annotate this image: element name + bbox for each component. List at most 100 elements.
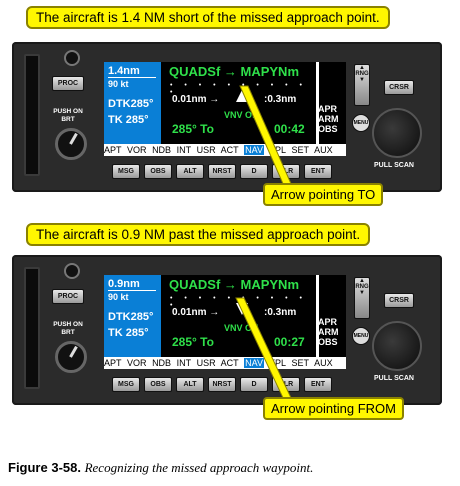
tab-int[interactable]: INT <box>176 145 192 155</box>
menu-button[interactable]: MENU <box>352 327 370 345</box>
range-rocker[interactable]: ▲RNG▼ <box>354 277 370 319</box>
page-tabs: APT VOR NDB INT USR ACT NAV FPL SET AUX <box>104 144 346 156</box>
gps-screen: 0.9nm 90 kt DTK285° TK 285° QUADSf → MAP… <box>104 275 346 369</box>
photocell-icon <box>64 263 80 279</box>
tab-act[interactable]: ACT <box>220 358 239 368</box>
time-readout: 00:42 <box>274 122 305 136</box>
speed-readout: 90 kt <box>108 292 129 302</box>
xtrack-left: 0.01nm → <box>172 94 220 105</box>
tab-usr[interactable]: USR <box>196 145 216 155</box>
mode-arm: ARM <box>318 114 339 124</box>
speed-readout: 90 kt <box>108 79 129 89</box>
tab-int[interactable]: INT <box>176 358 192 368</box>
figure-title: Recognizing the missed approach waypoint… <box>84 460 314 475</box>
dtk-readout: DTK285° <box>108 98 154 110</box>
waypoint-leg: QUADSf → MAPYNm <box>169 277 300 292</box>
mode-obs: OBS <box>318 124 338 134</box>
msg-button[interactable]: MSG <box>112 164 140 179</box>
tk-readout: TK 285° <box>108 114 149 126</box>
from-arrow-icon <box>236 303 248 315</box>
ent-button[interactable]: ENT <box>304 164 332 179</box>
obs-button[interactable]: OBS <box>144 377 172 392</box>
gps-panel-bottom: PROC PUSH ON BRT 0.9nm 90 kt DTK285° TK … <box>12 255 442 405</box>
ent-button[interactable]: ENT <box>304 377 332 392</box>
clr-button[interactable]: CLR <box>272 377 300 392</box>
pull-scan-label: PULL SCAN <box>374 375 414 382</box>
tab-fpl[interactable]: FPL <box>269 358 287 368</box>
vnv-status: VNV Off <box>224 110 259 120</box>
page-tabs: APT VOR NDB INT USR ACT NAV FPL SET AUX <box>104 357 346 369</box>
tab-set[interactable]: SET <box>291 145 310 155</box>
figure-number: Figure 3-58. <box>8 460 81 475</box>
proc-button[interactable]: PROC <box>52 289 84 304</box>
clr-button[interactable]: CLR <box>272 164 300 179</box>
vnv-status: VNV Off <box>224 323 259 333</box>
msg-button[interactable]: MSG <box>112 377 140 392</box>
tab-aux[interactable]: AUX <box>314 145 333 155</box>
info-box: 1.4nm 90 kt DTK285° TK 285° <box>104 62 161 144</box>
figure-caption: Figure 3-58. Recognizing the missed appr… <box>8 460 313 476</box>
cdi-dots: • • • • • • • • • • • <box>170 82 308 96</box>
distance-readout: 1.4nm <box>108 65 156 78</box>
nrst-button[interactable]: NRST <box>208 164 236 179</box>
tab-vor[interactable]: VOR <box>127 358 147 368</box>
rng-label: RNG <box>355 284 369 290</box>
mode-apr: APR <box>318 104 338 114</box>
direct-to-button[interactable]: D <box>240 377 268 392</box>
obs-button[interactable]: OBS <box>144 164 172 179</box>
mode-obs: OBS <box>318 337 338 347</box>
caption-bottom: The aircraft is 0.9 NM past the missed a… <box>26 223 371 246</box>
gps-panel-top: PROC PUSH ON BRT 1.4nm 90 kt DTK285° TK … <box>12 42 442 192</box>
crsr-button[interactable]: CRSR <box>384 80 414 95</box>
tab-usr[interactable]: USR <box>196 358 216 368</box>
tab-apt[interactable]: APT <box>104 145 122 155</box>
bearing-to: 285° To <box>172 335 214 349</box>
card-slot <box>24 267 40 389</box>
callout-bottom: Arrow pointing FROM <box>263 397 404 420</box>
tab-vor[interactable]: VOR <box>127 145 147 155</box>
card-slot <box>24 54 40 176</box>
nrst-button[interactable]: NRST <box>208 377 236 392</box>
xtrack-right: :0.3nm <box>264 94 297 105</box>
info-box: 0.9nm 90 kt DTK285° TK 285° <box>104 275 161 357</box>
tab-ndb[interactable]: NDB <box>152 145 172 155</box>
xtrack-right: :0.3nm <box>264 307 297 318</box>
tab-nav[interactable]: NAV <box>244 145 264 155</box>
tab-ndb[interactable]: NDB <box>152 358 172 368</box>
to-arrow-icon <box>236 90 248 102</box>
divider <box>316 62 319 144</box>
tk-readout: TK 285° <box>108 327 149 339</box>
tab-fpl[interactable]: FPL <box>269 145 287 155</box>
push-on-brt-label: PUSH ON BRT <box>53 321 83 336</box>
tab-apt[interactable]: APT <box>104 358 122 368</box>
tab-nav[interactable]: NAV <box>244 358 264 368</box>
menu-button[interactable]: MENU <box>352 114 370 132</box>
distance-readout: 0.9nm <box>108 278 156 291</box>
waypoint-leg: QUADSf → MAPYNm <box>169 64 300 79</box>
power-brightness-knob[interactable] <box>55 128 87 160</box>
push-on-brt-label: PUSH ON BRT <box>53 108 83 123</box>
direct-to-button[interactable]: D <box>240 164 268 179</box>
alt-button[interactable]: ALT <box>176 377 204 392</box>
gps-screen: 1.4nm 90 kt DTK285° TK 285° QUADSf → MAP… <box>104 62 346 156</box>
tab-aux[interactable]: AUX <box>314 358 333 368</box>
scan-knob[interactable] <box>372 108 422 158</box>
tab-set[interactable]: SET <box>291 358 310 368</box>
tab-act[interactable]: ACT <box>220 145 239 155</box>
pull-scan-label: PULL SCAN <box>374 162 414 169</box>
mode-arm: ARM <box>318 327 339 337</box>
scan-knob[interactable] <box>372 321 422 371</box>
callout-top: Arrow pointing TO <box>263 183 384 206</box>
mode-annunciator: APR ARM OBS <box>318 104 344 134</box>
proc-button[interactable]: PROC <box>52 76 84 91</box>
rng-label: RNG <box>355 71 369 77</box>
dtk-readout: DTK285° <box>108 311 154 323</box>
bearing-to: 285° To <box>172 122 214 136</box>
mode-annunciator: APR ARM OBS <box>318 317 344 347</box>
crsr-button[interactable]: CRSR <box>384 293 414 308</box>
time-readout: 00:27 <box>274 335 305 349</box>
range-rocker[interactable]: ▲RNG▼ <box>354 64 370 106</box>
power-brightness-knob[interactable] <box>55 341 87 373</box>
divider <box>316 275 319 357</box>
alt-button[interactable]: ALT <box>176 164 204 179</box>
